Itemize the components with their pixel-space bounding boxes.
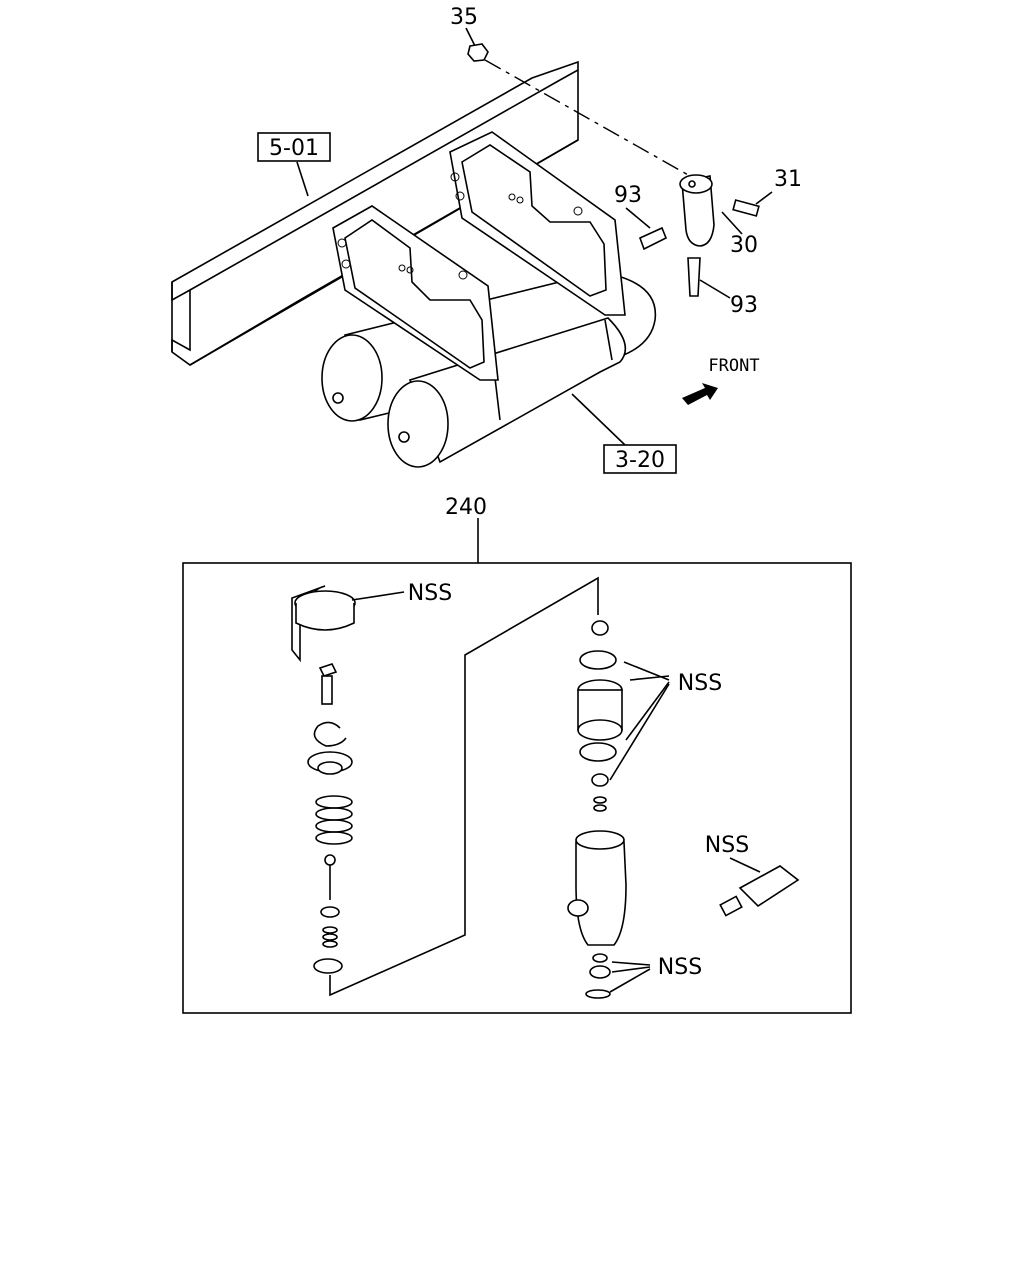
drain-valve-assembly: [638, 174, 760, 297]
callout-93-top: 93: [614, 183, 642, 208]
ref-tanks-label: 3-20: [615, 448, 665, 473]
front-label: FRONT: [708, 356, 759, 376]
kit-box: [182, 518, 852, 1014]
callout-nss-tube: NSS: [705, 833, 749, 858]
callout-nss-cap: NSS: [408, 581, 452, 606]
callout-nss-bottom: NSS: [658, 955, 702, 980]
ref-frame-label: 5-01: [269, 136, 319, 161]
callout-nss-rings: NSS: [678, 671, 722, 696]
tank-bracket-left: [332, 205, 499, 381]
kit-left-parts: [291, 576, 599, 997]
kit-grease-tube: [719, 857, 800, 917]
leader-lines-upper: [296, 27, 773, 446]
callout-35: 35: [450, 5, 478, 30]
callout-240: 240: [445, 495, 487, 520]
callout-30: 30: [730, 233, 758, 258]
tank-bracket-right: [449, 131, 626, 316]
callout-93-bottom: 93: [730, 293, 758, 318]
callout-31: 31: [774, 167, 802, 192]
ref-box-frame: [257, 132, 331, 162]
air-tank-front: [387, 317, 627, 468]
front-arrow: [682, 383, 718, 405]
nss-cap-leader: [351, 591, 405, 601]
ref-box-tanks: [603, 444, 677, 474]
kit-right-parts: [567, 620, 670, 999]
